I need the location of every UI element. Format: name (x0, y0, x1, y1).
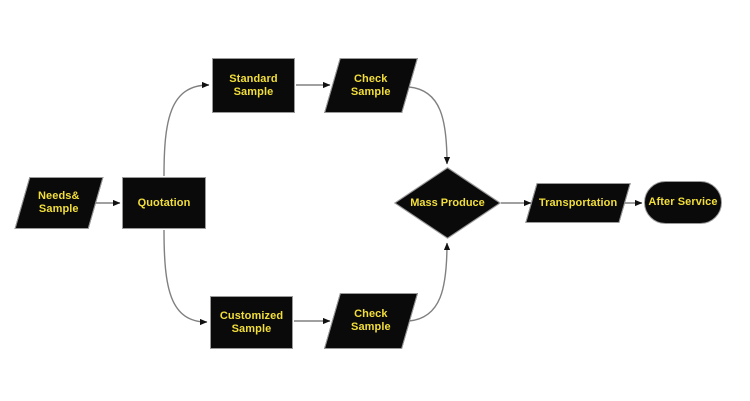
node-standard-sample[interactable]: Standard Sample (212, 58, 295, 113)
node-transportation-label: Transportation (538, 196, 618, 209)
node-needs-sample-label: Needs& Sample (38, 190, 80, 215)
edge-quotation-to-customized (163, 229, 208, 326)
edge-check-bot-to-mass-produce (408, 242, 451, 322)
node-check-sample-bottom-label: Check Sample (351, 308, 391, 333)
diamond-shape-icon (394, 167, 501, 239)
node-check-sample-top[interactable]: Check Sample (324, 58, 418, 113)
node-standard-sample-label: Standard Sample (229, 72, 278, 98)
node-check-sample-bottom[interactable]: Check Sample (323, 293, 419, 349)
edge-quotation-to-standard (163, 81, 210, 177)
node-customized-sample-label: Customized Sample (219, 309, 284, 335)
node-quotation[interactable]: Quotation (122, 177, 206, 229)
node-after-service-label: After Service (648, 196, 718, 209)
node-transportation[interactable]: Transportation (525, 183, 631, 223)
node-after-service[interactable]: After Service (644, 181, 722, 224)
node-customized-sample[interactable]: Customized Sample (210, 296, 293, 349)
node-check-sample-top-label: Check Sample (351, 72, 391, 98)
node-mass-produce[interactable]: Mass Produce (394, 167, 501, 239)
node-quotation-label: Quotation (137, 196, 191, 209)
node-needs-sample[interactable]: Needs& Sample (14, 177, 104, 229)
node-mass-produce-label: Mass Produce (410, 197, 485, 209)
edge-check-top-to-mass-produce (408, 86, 451, 165)
